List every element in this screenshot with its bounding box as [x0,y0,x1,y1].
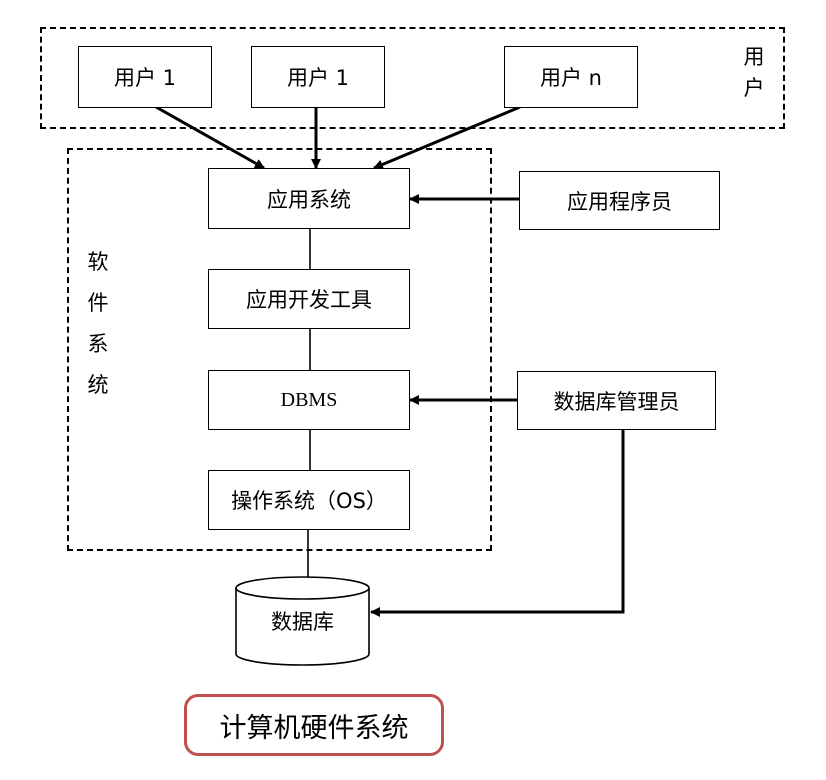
user-label: 用户 n [540,66,602,90]
users-group-frame [40,27,785,129]
software-label-char: 件 [87,291,109,315]
software-label-char: 软 [87,250,109,274]
database-label: 数据库 [271,610,334,634]
layer-label: 操作系统（OS） [231,489,387,513]
layer-label: DBMS [280,388,338,411]
hardware-label: 计算机硬件系统 [219,712,409,744]
user-box-2: 用户 1 [251,46,385,108]
dbms-box: DBMS [208,370,410,430]
software-label-char: 系 [87,332,109,356]
user-label: 用户 1 [113,66,177,90]
user-box-1: 用户 1 [78,46,212,108]
users-group-label: 用 户 [741,47,767,99]
user-label: 用户 1 [286,66,350,90]
role-label: 数据库管理员 [553,389,680,414]
software-system-frame [67,148,492,551]
user-box-n: 用户 n [504,46,638,108]
users-group-label-char: 户 [743,76,765,100]
os-box: 操作系统（OS） [208,470,410,530]
role-label: 应用程序员 [567,189,672,214]
layer-label: 应用开发工具 [246,288,372,312]
layer-label: 应用系统 [267,187,351,212]
user1-to-app-arrow [155,105,265,170]
hardware-system-box: 计算机硬件系统 [184,694,444,756]
database-cylinder [235,576,370,666]
app-programmer-box: 应用程序员 [519,171,720,230]
application-system-box: 应用系统 [208,168,410,229]
dba-to-db-arrow [370,430,625,617]
software-label-char: 统 [87,373,109,397]
software-system-label: 软 件 系 统 [85,252,111,396]
usern-to-app-arrow [373,105,521,170]
dev-tools-box: 应用开发工具 [208,269,410,329]
users-group-label-char: 用 [743,45,765,69]
dba-box: 数据库管理员 [517,371,716,430]
